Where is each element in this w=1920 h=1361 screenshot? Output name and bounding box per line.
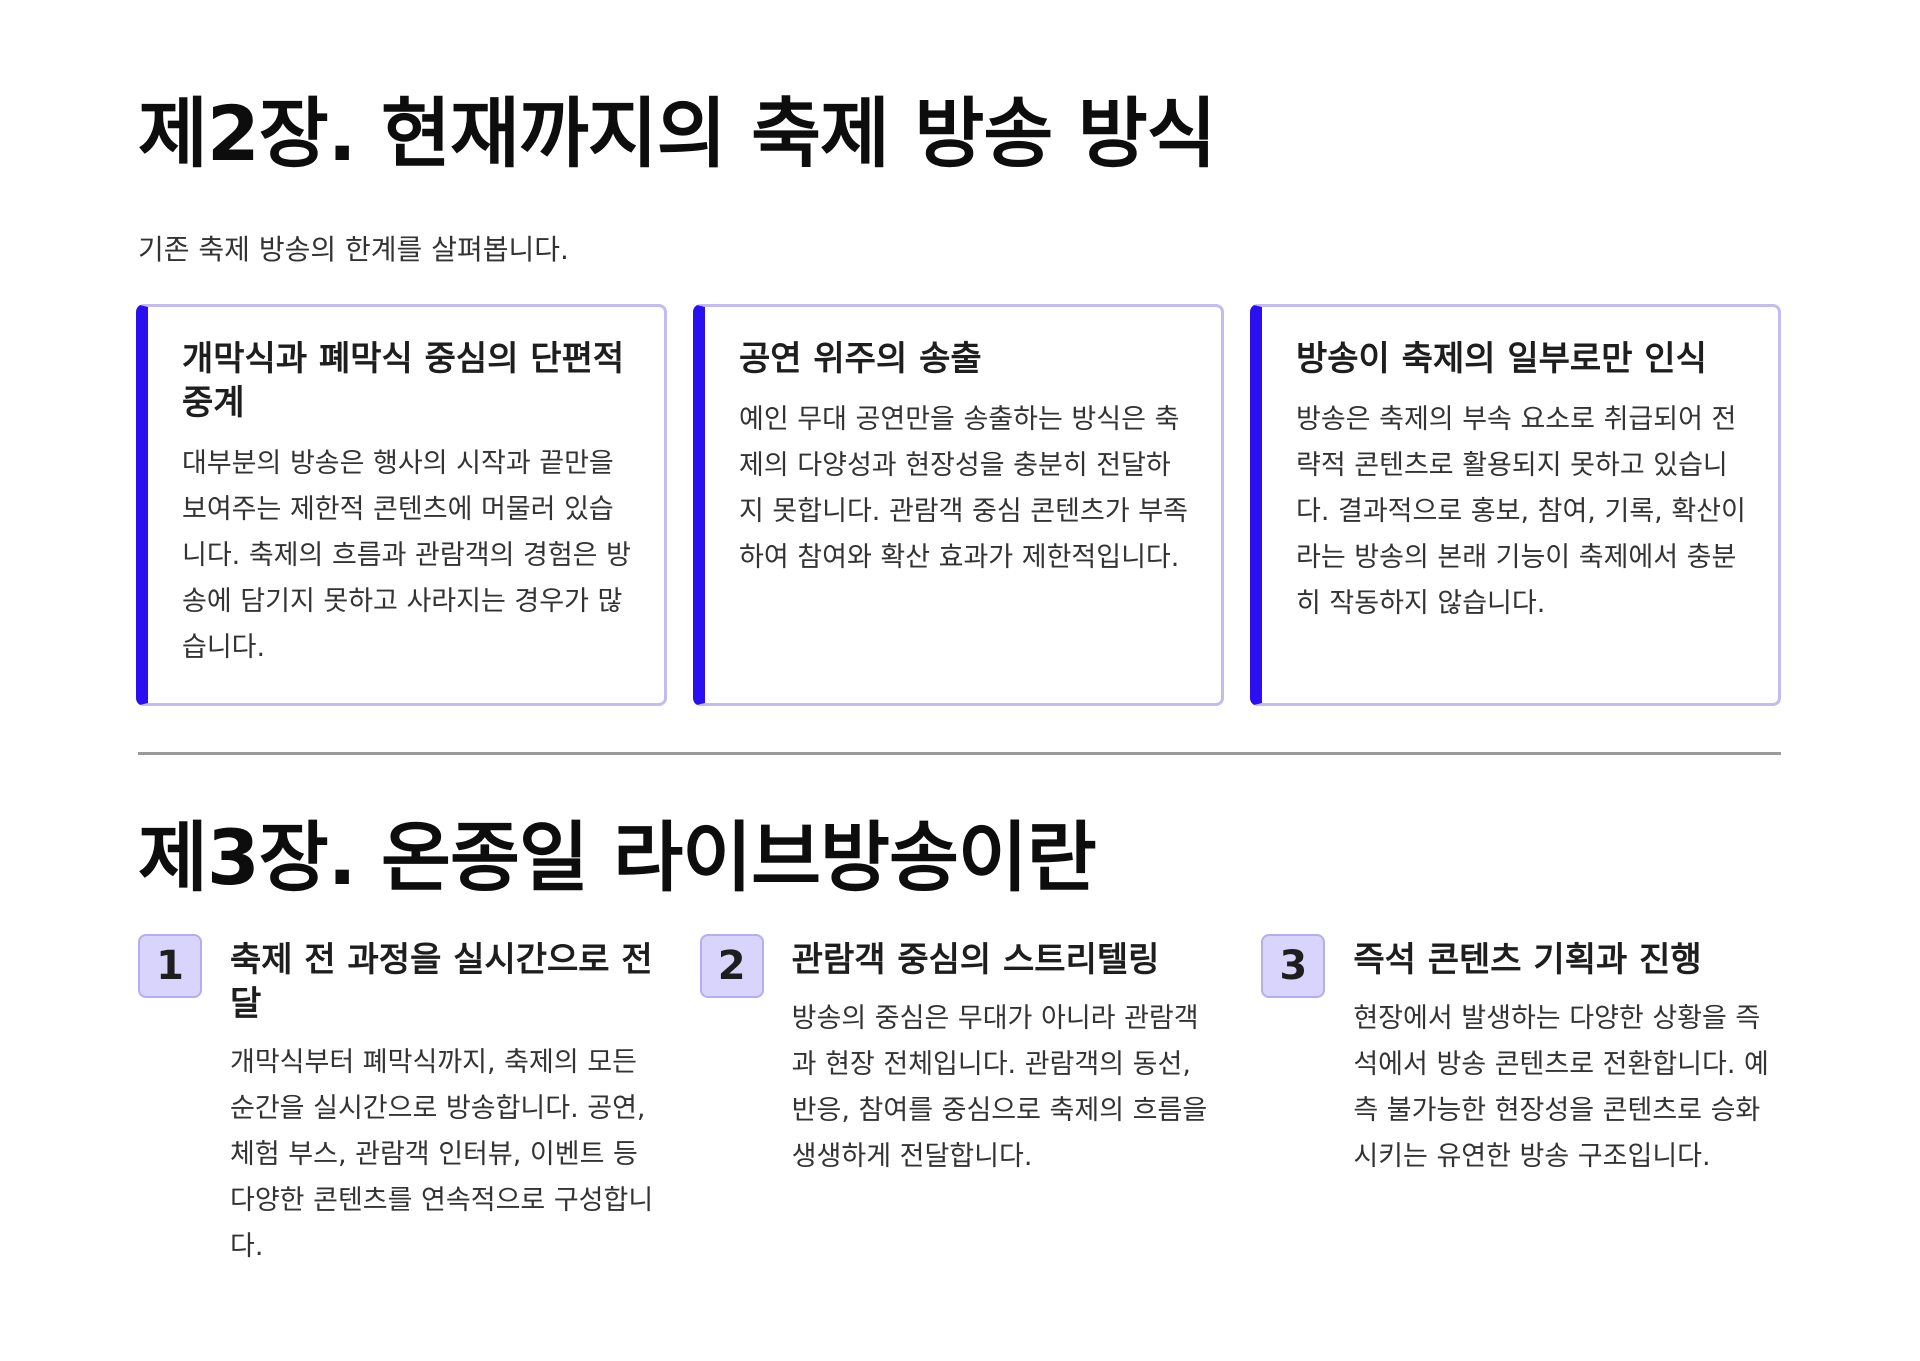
feature-list: 1 축제 전 과정을 실시간으로 전달 개막식부터 폐막식까지, 축제의 모든 … (138, 934, 1781, 1270)
feature-text: 관람객 중심의 스트리텔링 방송의 중심은 무대가 아니라 관람객과 현장 전체… (792, 934, 1220, 1270)
card-title: 방송이 축제의 일부로만 인식 (1296, 339, 1707, 379)
limitation-card: 방송이 축제의 일부로만 인식 방송은 축제의 부속 요소로 취급되어 전략적 … (1250, 304, 1781, 706)
feature-title: 관람객 중심의 스트리텔링 (791, 940, 1160, 980)
chapter2-subtitle: 기존 축제 방송의 한계를 살펴봅니다. (138, 233, 569, 266)
feature-item: 3 즉석 콘텐츠 기획과 진행 현장에서 발생하는 다양한 상황을 즉석에서 방… (1261, 934, 1781, 1270)
number-badge: 1 (138, 934, 202, 998)
card-title: 개막식과 폐막식 중심의 단편적 중계 (182, 339, 625, 423)
feature-body: 개막식부터 폐막식까지, 축제의 모든 순간을 실시간으로 방송합니다. 공연,… (230, 1047, 654, 1262)
card-body: 대부분의 방송은 행사의 시작과 끝만을 보여주는 제한적 콘텐츠에 머물러 있… (182, 448, 631, 663)
number-badge: 3 (1261, 934, 1326, 998)
number-badge: 2 (699, 934, 764, 998)
card-body: 예인 무대 공연만을 송출하는 방식은 축제의 다양성과 현장성을 충분히 전달… (739, 404, 1188, 573)
feature-item: 1 축제 전 과정을 실시간으로 전달 개막식부터 폐막식까지, 축제의 모든 … (138, 934, 658, 1270)
card-title: 공연 위주의 송출 (739, 339, 982, 379)
feature-text: 축제 전 과정을 실시간으로 전달 개막식부터 폐막식까지, 축제의 모든 순간… (230, 934, 658, 1270)
limitation-card: 공연 위주의 송출 예인 무대 공연만을 송출하는 방식은 축제의 다양성과 현… (693, 304, 1224, 706)
feature-body: 현장에서 발생하는 다양한 상황을 즉석에서 방송 콘텐츠로 전환합니다. 예측… (1353, 1003, 1769, 1172)
feature-body: 방송의 중심은 무대가 아니라 관람객과 현장 전체입니다. 관람객의 동선, … (791, 1003, 1208, 1172)
limitation-cards: 개막식과 폐막식 중심의 단편적 중계 대부분의 방송은 행사의 시작과 끝만을… (136, 304, 1781, 706)
section-divider (138, 752, 1781, 755)
feature-text: 즉석 콘텐츠 기획과 진행 현장에서 발생하는 다양한 상황을 즉석에서 방송 … (1353, 934, 1781, 1270)
limitation-card: 개막식과 폐막식 중심의 단편적 중계 대부분의 방송은 행사의 시작과 끝만을… (136, 304, 667, 706)
feature-item: 2 관람객 중심의 스트리텔링 방송의 중심은 무대가 아니라 관람객과 현장 … (699, 934, 1220, 1270)
chapter2-title: 제2장. 현재까지의 축제 방송 방식 (138, 89, 1217, 178)
card-body: 방송은 축제의 부속 요소로 취급되어 전략적 콘텐츠로 활용되지 못하고 있습… (1296, 404, 1746, 619)
chapter3-title: 제3장. 온종일 라이브방송이란 (138, 813, 1097, 902)
feature-title: 축제 전 과정을 실시간으로 전달 (230, 940, 653, 1024)
feature-title: 즉석 콘텐츠 기획과 진행 (1353, 940, 1702, 980)
